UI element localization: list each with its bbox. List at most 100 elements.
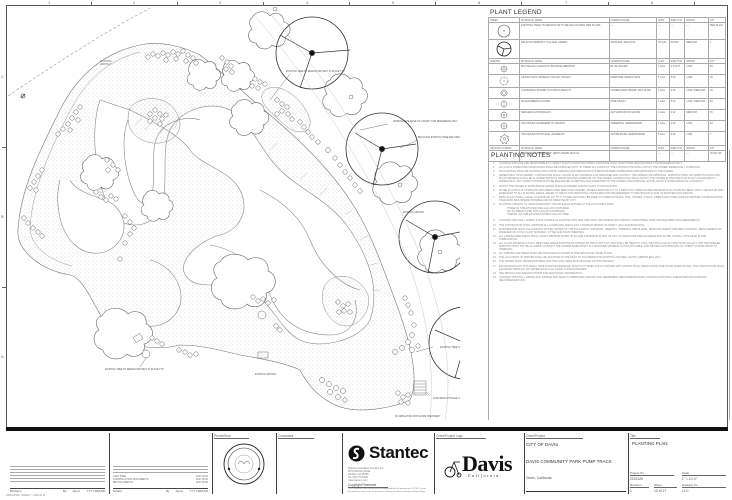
legend-row: BOUTELOUA GRACILIS 'BLONDE AMBITION'BLUE… [488,63,727,75]
stantec-wordmark: Stantec [369,443,429,462]
revision-label: Revision [10,489,22,493]
legend-row: TEUCRIUM FRUTICANS 'AZUREUM'AZURE BUSH G… [488,131,727,146]
note-item: 7.BARK MULCH SHALL LARGE COVER BARK 3/4"… [493,195,723,202]
professional-seal-icon [223,443,265,485]
pine-muhly-icon [500,100,508,107]
grid-col-3: 3 [219,0,222,5]
sheet-number: 13 of 17 [654,489,667,493]
stantec-logo-icon [348,445,365,461]
sheet-border-right [727,5,728,430]
legend-row: BARK MULCH INSTALL 3" DEPTH BARK MULCH——… [488,150,727,162]
sheet-border-top [6,5,728,6]
note-item: 3.NO PLANTING SHALL BE STARTED UNTIL FIN… [493,170,674,174]
drawing-scale: 1" = 10'-0" [681,477,698,481]
grid-col-7: 7 [565,0,568,5]
tablet-rate: SIX (6) TABLETS PER FIVE GALLON CONTAINE… [507,210,565,214]
callout-existing-tree-2: EXISTING TREE TO REMAIN PROTECT IN PLACE… [105,368,164,371]
sheet-border-left [6,5,7,430]
note-item: 12.ALL LANDSCAPED AREAS SHALL HAVE A MIN… [493,234,707,241]
ceanothus-icon [499,76,509,85]
note-item: 1.CONTRACTOR SHALL BE RESPONSIBLE TO VER… [493,162,683,165]
legend-row: TEUCRIUM CHAMAEDRYS 'NANUM'CREEPING GERM… [488,120,727,132]
bark-mulch-icon [492,152,516,159]
sheet-title-block: Title PLANTING PLAN Project No.2001128 S… [628,433,728,494]
grid-row-a: A [1,354,4,359]
project-location: Davis, California [526,476,552,480]
note-item: 6.AFTER PLANTING IS COMPLETE AND AREAS H… [493,188,724,195]
note-item: 16.THE OWNER SHALL BE RESPONSIBLE FOR TH… [493,260,615,264]
callout-storage-container: CONCRETE STORAGE CONTAINER [433,397,460,400]
callout-existing-asphalt-1: EXISTING ASPHALT [403,211,425,214]
note-item: 17.EXCAVATED PLANT PITS SHALL HAVE POSIT… [493,264,725,271]
callout-relocate-tree: RELOCATE EXISTING TREE SEE SPECS FOR TRA… [418,136,460,139]
planting-notes: PLANTING NOTES 1.CONTRACTOR SHALL BE RES… [488,150,730,420]
davis-wordmark: Davis [462,451,513,476]
note-item: 19.CONTRACTOR SHALL OBTAIN SOIL SAMPLE A… [493,275,707,282]
grid-col-6: 6 [478,0,481,5]
permit-seal-block: Permit/Seal [212,433,277,494]
project-number: 2001128 [630,477,643,481]
legend-title: PLANT LEGEND [490,9,542,16]
note-item: 11.MAINTENANCE SHALL INCLUDE BUT NOT BE … [493,227,722,234]
note-item: 13.ALL PLANT MATERIALS SHALL MEET SIZE S… [493,241,721,252]
callout-canopy-edge: APPROXIMATE EDGE OF CANOPY FOR REFERENCE… [393,120,458,123]
stantec-block: Stantec Stantec Consulting Services Inc.… [342,433,435,494]
note-item: 8.PLANTING TABLETS: 21 GRAM AGRIFORM TYP… [493,203,615,207]
title-block-bar [6,427,728,431]
note-item: 15.THE LOCATIONS OF SHRUBS SHALL BE ADJU… [493,256,662,260]
notes-title: PLANTING NOTES [491,152,551,159]
tablet-rate: THREE (3) TABLETS PER ONE GALLON CONTAIN… [507,207,569,211]
client-logo-block: Client/Project Logo Davis California [434,433,525,494]
grid-row-b: B [1,214,4,219]
legend-row: EXISTING TREE TO REMAIN OR TO BE RELOCAT… [488,22,727,40]
lomandra-icon [500,89,508,96]
grid-col-2: 2 [133,0,136,5]
grid-col-8: 8 [651,0,654,5]
tablet-rate: TWELVE (12) TABLETS PER FIFTEEN GALLON T… [507,213,569,217]
drawing-number: L2.0 [681,489,689,493]
note-item: 18.SEE DETAILS AND SPECIFICATIONS FOR AD… [493,271,583,275]
grid-col-4: 4 [306,0,309,5]
callout-no-irrigation: NO IRRIGATION FOR SLOPE TREATMENT [395,415,441,418]
existing-tree-icon [497,24,511,37]
project-name: DAVIS COMMUNITY PARK PUMP TRACK [526,459,612,464]
note-item: 5.NOTIFY THE OWNER IF SUBSURFACE WATER I… [493,184,618,188]
grid-col-5: 5 [392,0,395,5]
planting-plan-drawing: EXISTING ASPHALT [8,7,460,421]
client-name: CITY OF DAVIS [526,442,559,447]
moor-grass-icon [500,111,508,118]
zelkova-tree-icon [496,41,512,56]
legend-row: ZELKOVA SERRATA 'VILLAGE GREEN'SAWLEAF Z… [488,39,727,59]
davis-bicycle-icon [444,461,462,478]
callout-existing-tree: EXISTING TREE TO REMAIN PROTECT IN PLACE… [286,70,345,73]
sheet-footer: ORIGINAL SHEET - ARCH D [6,493,46,497]
note-item: 2.ALL LOCAL CODES AND ORDINANCES SHALL B… [493,166,701,170]
callout-existing-asphalt-2: EXISTING ASPHALT [255,373,277,376]
germander-icon [500,122,508,129]
consultant-block: Consultant [276,433,343,494]
blue-grama-icon [500,65,508,72]
note-item: 4.IMMEDIATELY UPON AWARD, CONTRACTOR SHA… [493,174,720,184]
note-item: 9.CONTRACTOR SHALL SUBMIT A SOIL SAMPLE … [493,219,701,223]
sheet-title: PLANTING PLAN [632,441,668,446]
revision-number: 1 [630,489,632,493]
grid-col-1: 1 [48,0,51,5]
client-project-block: Client/Project CITY OF DAVIS DAVIS COMMU… [524,433,629,494]
callout-tree-relocated: EXISTING TREE TO BE RELOCATED [440,346,460,349]
legend-row: CEANOTHUS GRISEUS 'VALLEY VIOLET'MARITIM… [488,74,727,88]
note-item: 10.THE CONTRACTOR SHALL MAINTAIN ALL LAN… [493,223,645,227]
note-item: 14.ALL SHRUBS AND TREES SHALL BE INSTALL… [493,252,613,256]
issued-label: Issued [113,489,122,493]
bush-germander-icon [499,133,509,144]
davis-subtitle: California [468,473,500,478]
grid-row-c: C [1,74,4,79]
